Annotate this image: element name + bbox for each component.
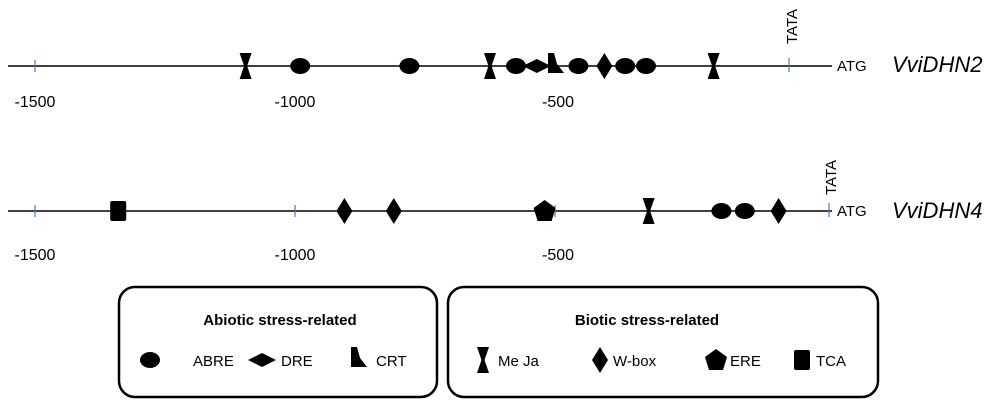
meja-marker [484, 53, 496, 79]
abre-marker [636, 58, 656, 74]
legend-label: Me Ja [498, 353, 540, 370]
tick-label: -1500 [15, 94, 56, 111]
wbox-marker [385, 198, 402, 224]
ere-marker [533, 200, 556, 221]
abre-marker [290, 58, 311, 74]
legend-label: W-box [613, 353, 657, 370]
legend-label: DRE [281, 353, 313, 370]
atg-label: ATG [837, 203, 867, 220]
wbox-marker [592, 347, 608, 373]
legend-items [477, 347, 810, 373]
legend-label: CRT [376, 353, 407, 370]
dre-marker [248, 353, 276, 367]
tca-marker [110, 201, 127, 221]
legend-abiotic: Abiotic stress-related ABRE DRE CRT [117, 285, 439, 399]
legend-title: Biotic stress-related [575, 312, 719, 329]
legend-box [446, 285, 880, 399]
legend-box [117, 285, 439, 399]
legend-label: ERE [730, 353, 761, 370]
promoter-vvidhn4: -1500 -1000 -500 TATA ATG VviDHN4 [8, 160, 982, 264]
crt-marker [548, 53, 564, 73]
abre-marker [734, 203, 755, 219]
tca-marker [794, 350, 810, 370]
meja-marker [642, 198, 655, 224]
legend-biotic: Biotic stress-related Me Ja W-box ERE TC… [446, 285, 880, 399]
atg-label: ATG [837, 58, 867, 75]
legend-title: Abiotic stress-related [203, 312, 356, 329]
tick-label: -1000 [275, 247, 316, 264]
wbox-marker [336, 198, 353, 224]
legend-label: TCA [816, 353, 846, 370]
gene-name: VviDHN2 [892, 52, 982, 77]
legend-items [140, 347, 367, 368]
tick-label: -500 [542, 94, 574, 111]
wbox-marker [770, 198, 787, 224]
tick-label: -1000 [275, 94, 316, 111]
abre-marker [615, 58, 636, 74]
meja-marker [707, 53, 720, 79]
abre-marker [140, 352, 160, 368]
element-markers [239, 53, 720, 79]
wbox-marker [596, 53, 613, 79]
promoter-vvidhn2: -1500 -1000 -500 TATA ATG VviDHN2 [8, 9, 982, 111]
abre-marker [711, 203, 732, 219]
tick-label: -500 [542, 247, 574, 264]
abre-marker [568, 58, 589, 74]
meja-marker [239, 53, 252, 79]
ere-marker [705, 349, 727, 370]
meja-marker [477, 347, 489, 373]
abre-marker [506, 58, 526, 74]
tata-label: TATA [823, 160, 840, 195]
crt-marker [351, 347, 367, 367]
legend-label: ABRE [193, 353, 234, 370]
element-markers [110, 198, 787, 224]
dre-marker [522, 59, 551, 73]
abre-marker [399, 58, 420, 74]
gene-name: VviDHN4 [892, 198, 982, 223]
tata-label: TATA [784, 9, 801, 44]
tick-label: -1500 [15, 247, 56, 264]
